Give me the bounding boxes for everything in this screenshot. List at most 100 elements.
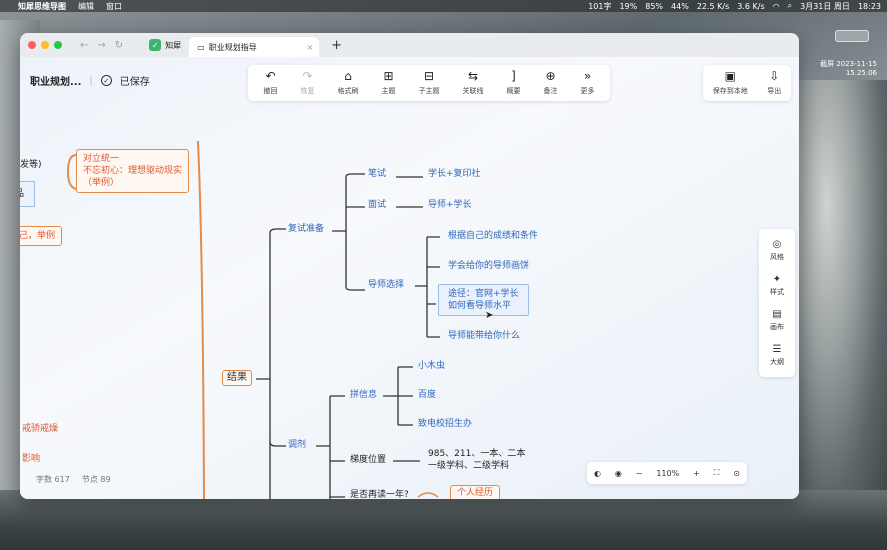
node-info-child-1[interactable]: 小木虫 — [418, 361, 446, 371]
style-icon: ✦ — [772, 274, 782, 285]
theme-toggle-icon[interactable]: ◐ — [593, 468, 601, 478]
toolbar-button-8-label: 更多 — [580, 87, 595, 95]
toolbar-button-8[interactable]: » 更多 — [581, 70, 595, 96]
toolbar-button-1[interactable]: ↷恢复 — [301, 70, 315, 96]
reload-icon[interactable]: ↻ — [114, 39, 124, 51]
side-panel-item-3[interactable]: ☰大纲 — [770, 344, 784, 367]
node-unity[interactable]: 对立统一 不忘初心：理想驱动现实 （举例） — [76, 149, 190, 193]
node-partial-left-4[interactable]: 戒骄戒燥 — [22, 424, 59, 434]
menu-window[interactable]: 窗口 — [106, 1, 122, 11]
zoom-level[interactable]: 110% — [656, 468, 680, 478]
side-panel-item-0[interactable]: ◎ 风格 — [770, 239, 784, 262]
canvas-icon: ▤ — [772, 309, 782, 320]
title-divider: | — [89, 75, 93, 86]
node-interview-child[interactable]: 导师+学长 — [428, 200, 472, 210]
tab-active-document[interactable]: ▭ 职业规划指导 × — [189, 37, 320, 57]
node-mentor-last[interactable]: 导师能带给你什么 — [448, 331, 521, 341]
zoom-window-button[interactable] — [54, 41, 62, 49]
node-count: 节点 89 — [81, 475, 111, 484]
outline-icon: ☰ — [772, 344, 782, 355]
zoom-in-button[interactable]: + — [693, 468, 700, 478]
toolbar-button-0[interactable]: ↶撤回 — [264, 70, 278, 96]
mouse-cursor-icon: ➤ — [485, 310, 494, 321]
toolbar-button-5-label: 关联线 — [462, 87, 484, 95]
redo-icon: ↷ — [302, 69, 313, 83]
app-logo-icon: ✓ — [149, 39, 162, 51]
node-written[interactable]: 笔试 — [368, 169, 387, 179]
new-tab-button[interactable]: + — [331, 37, 343, 53]
node-partial-left-2-text: 品 — [20, 189, 24, 199]
side-panel-item-1-label: 样式 — [770, 288, 784, 296]
fit-screen-icon[interactable]: ⛶ — [713, 468, 720, 477]
node-adjust[interactable]: 调剂 — [288, 440, 307, 450]
search-icon[interactable]: ⌕ — [787, 1, 793, 10]
close-tab-icon[interactable]: × — [306, 42, 314, 52]
toolbar-button-2[interactable]: ⌂格式刷 — [338, 70, 359, 96]
main-toolbar: ↶撤回 ↷恢复 ⌂格式刷 ⊞主题 ⊟子主题 ⇆关联线 ]概要 ⊕备注 » 更多 — [248, 65, 610, 101]
node-again[interactable]: 是否再读一年? — [350, 490, 409, 499]
node-partial-left-2[interactable]: 品 — [20, 181, 36, 207]
node-mentor-selected[interactable]: 途径：官网+学长 如何看导师水平 — [438, 284, 529, 316]
toolbar-button-7-label: 备注 — [543, 87, 558, 95]
node-mentor[interactable]: 导师选择 — [368, 280, 405, 290]
node-info[interactable]: 拼信息 — [350, 390, 378, 400]
toolbar-button-3[interactable]: ⊞主题 — [382, 70, 396, 96]
doc-title-area: 职业规划... | ✓ 已保存 — [30, 73, 150, 88]
menubar-date[interactable]: 3月31日 周日 — [800, 1, 850, 11]
node-mentor-selected-line1: 途径：官网+学长 — [448, 289, 519, 299]
node-tier[interactable]: 梯度位置 — [350, 455, 387, 465]
word-count: 字数 617 — [36, 475, 70, 484]
node-info-child-3[interactable]: 致电校招生办 — [418, 419, 473, 429]
window-controls — [28, 41, 62, 49]
status-wordcount: 101字 — [588, 1, 612, 11]
desktop-screenshot-label[interactable]: 截屏 2023-11-15 15.25.06 — [820, 60, 877, 78]
toolbar-button-6[interactable]: ]概要 — [507, 70, 521, 96]
side-panel-item-0-label: 风格 — [770, 253, 784, 261]
node-partial-left-5[interactable]: 影响 — [22, 454, 41, 464]
menubar-app-name[interactable]: 知犀思维导图 — [18, 1, 66, 11]
toolbar-button-0-label: 撤回 — [263, 87, 278, 95]
menu-edit[interactable]: 编辑 — [78, 1, 94, 11]
mindmap-canvas[interactable]: 职业规划... | ✓ 已保存 ↶撤回 ↷恢复 ⌂格式刷 ⊞主题 ⊟子主题 ⇆关联线 ]概要… — [20, 57, 799, 499]
side-panel-item-1[interactable]: ✦ 样式 — [770, 274, 784, 297]
close-window-button[interactable] — [28, 41, 36, 49]
node-partial-left-3[interactable]: 己，举例 — [20, 226, 63, 246]
app-window: ← → ↻ ✓ 知犀 ▭ 职业规划指导 × + — [20, 33, 799, 499]
menubar-time[interactable]: 18:23 — [857, 1, 881, 11]
node-tier-child[interactable]: 985、211、一本、二本 一级学科、二级学科 — [428, 448, 525, 472]
theme-icon: ⊞ — [383, 69, 394, 83]
doc-stats: 字数 617 节点 89 — [36, 474, 111, 485]
node-mentor-child-2[interactable]: 学会给你的导师画饼 — [448, 261, 530, 271]
toolbar-button-7[interactable]: ⊕备注 — [544, 70, 558, 96]
wifi-icon[interactable]: ◠ — [772, 1, 780, 11]
file-button-1[interactable]: ⇩导出 — [767, 70, 781, 96]
doc-title[interactable]: 职业规划... — [30, 77, 82, 88]
node-unity-line3: （举例） — [83, 178, 120, 188]
node-tier-child-line2: 一级学科、二级学科 — [428, 461, 510, 471]
toolbar-button-5[interactable]: ⇆关联线 — [463, 70, 484, 96]
minimize-window-button[interactable] — [41, 41, 49, 49]
node-result[interactable]: 结果 — [222, 370, 252, 386]
node-written-child[interactable]: 学长+复印社 — [428, 169, 481, 179]
toolbar-button-4[interactable]: ⊟子主题 — [419, 70, 440, 96]
node-info-child-2[interactable]: 百度 — [418, 390, 437, 400]
node-retest[interactable]: 复试准备 — [288, 224, 325, 234]
back-arrow-icon[interactable]: ← — [80, 39, 89, 51]
node-interview[interactable]: 面试 — [368, 200, 387, 210]
zoom-out-button[interactable]: − — [635, 468, 643, 478]
side-panel-item-2[interactable]: ▤画布 — [770, 309, 784, 332]
cpu-stat: 19% — [619, 1, 638, 11]
locate-icon[interactable]: ◉ — [614, 468, 622, 478]
tab-home[interactable]: ✓ 知犀 — [141, 35, 189, 55]
file-button-0[interactable]: ▣保存到本地 — [713, 70, 748, 96]
nav-buttons: ← → ↻ — [80, 40, 123, 51]
node-mentor-child-1[interactable]: 根据自己的成绩和条件 — [448, 231, 539, 241]
node-partial-left-1[interactable]: 发等) — [20, 160, 42, 170]
palette-icon: ◎ — [772, 239, 782, 250]
node-personal[interactable]: 个人经历 — [450, 485, 501, 499]
more-options-icon[interactable]: ⊙ — [733, 468, 740, 478]
more-icon: » — [583, 69, 592, 83]
forward-arrow-icon[interactable]: → — [97, 39, 106, 51]
tab-bar: ← → ↻ ✓ 知犀 ▭ 职业规划指导 × + — [20, 33, 799, 57]
right-side-panel: ◎ 风格 ✦ 样式 ▤画布 ☰大纲 — [759, 229, 795, 377]
